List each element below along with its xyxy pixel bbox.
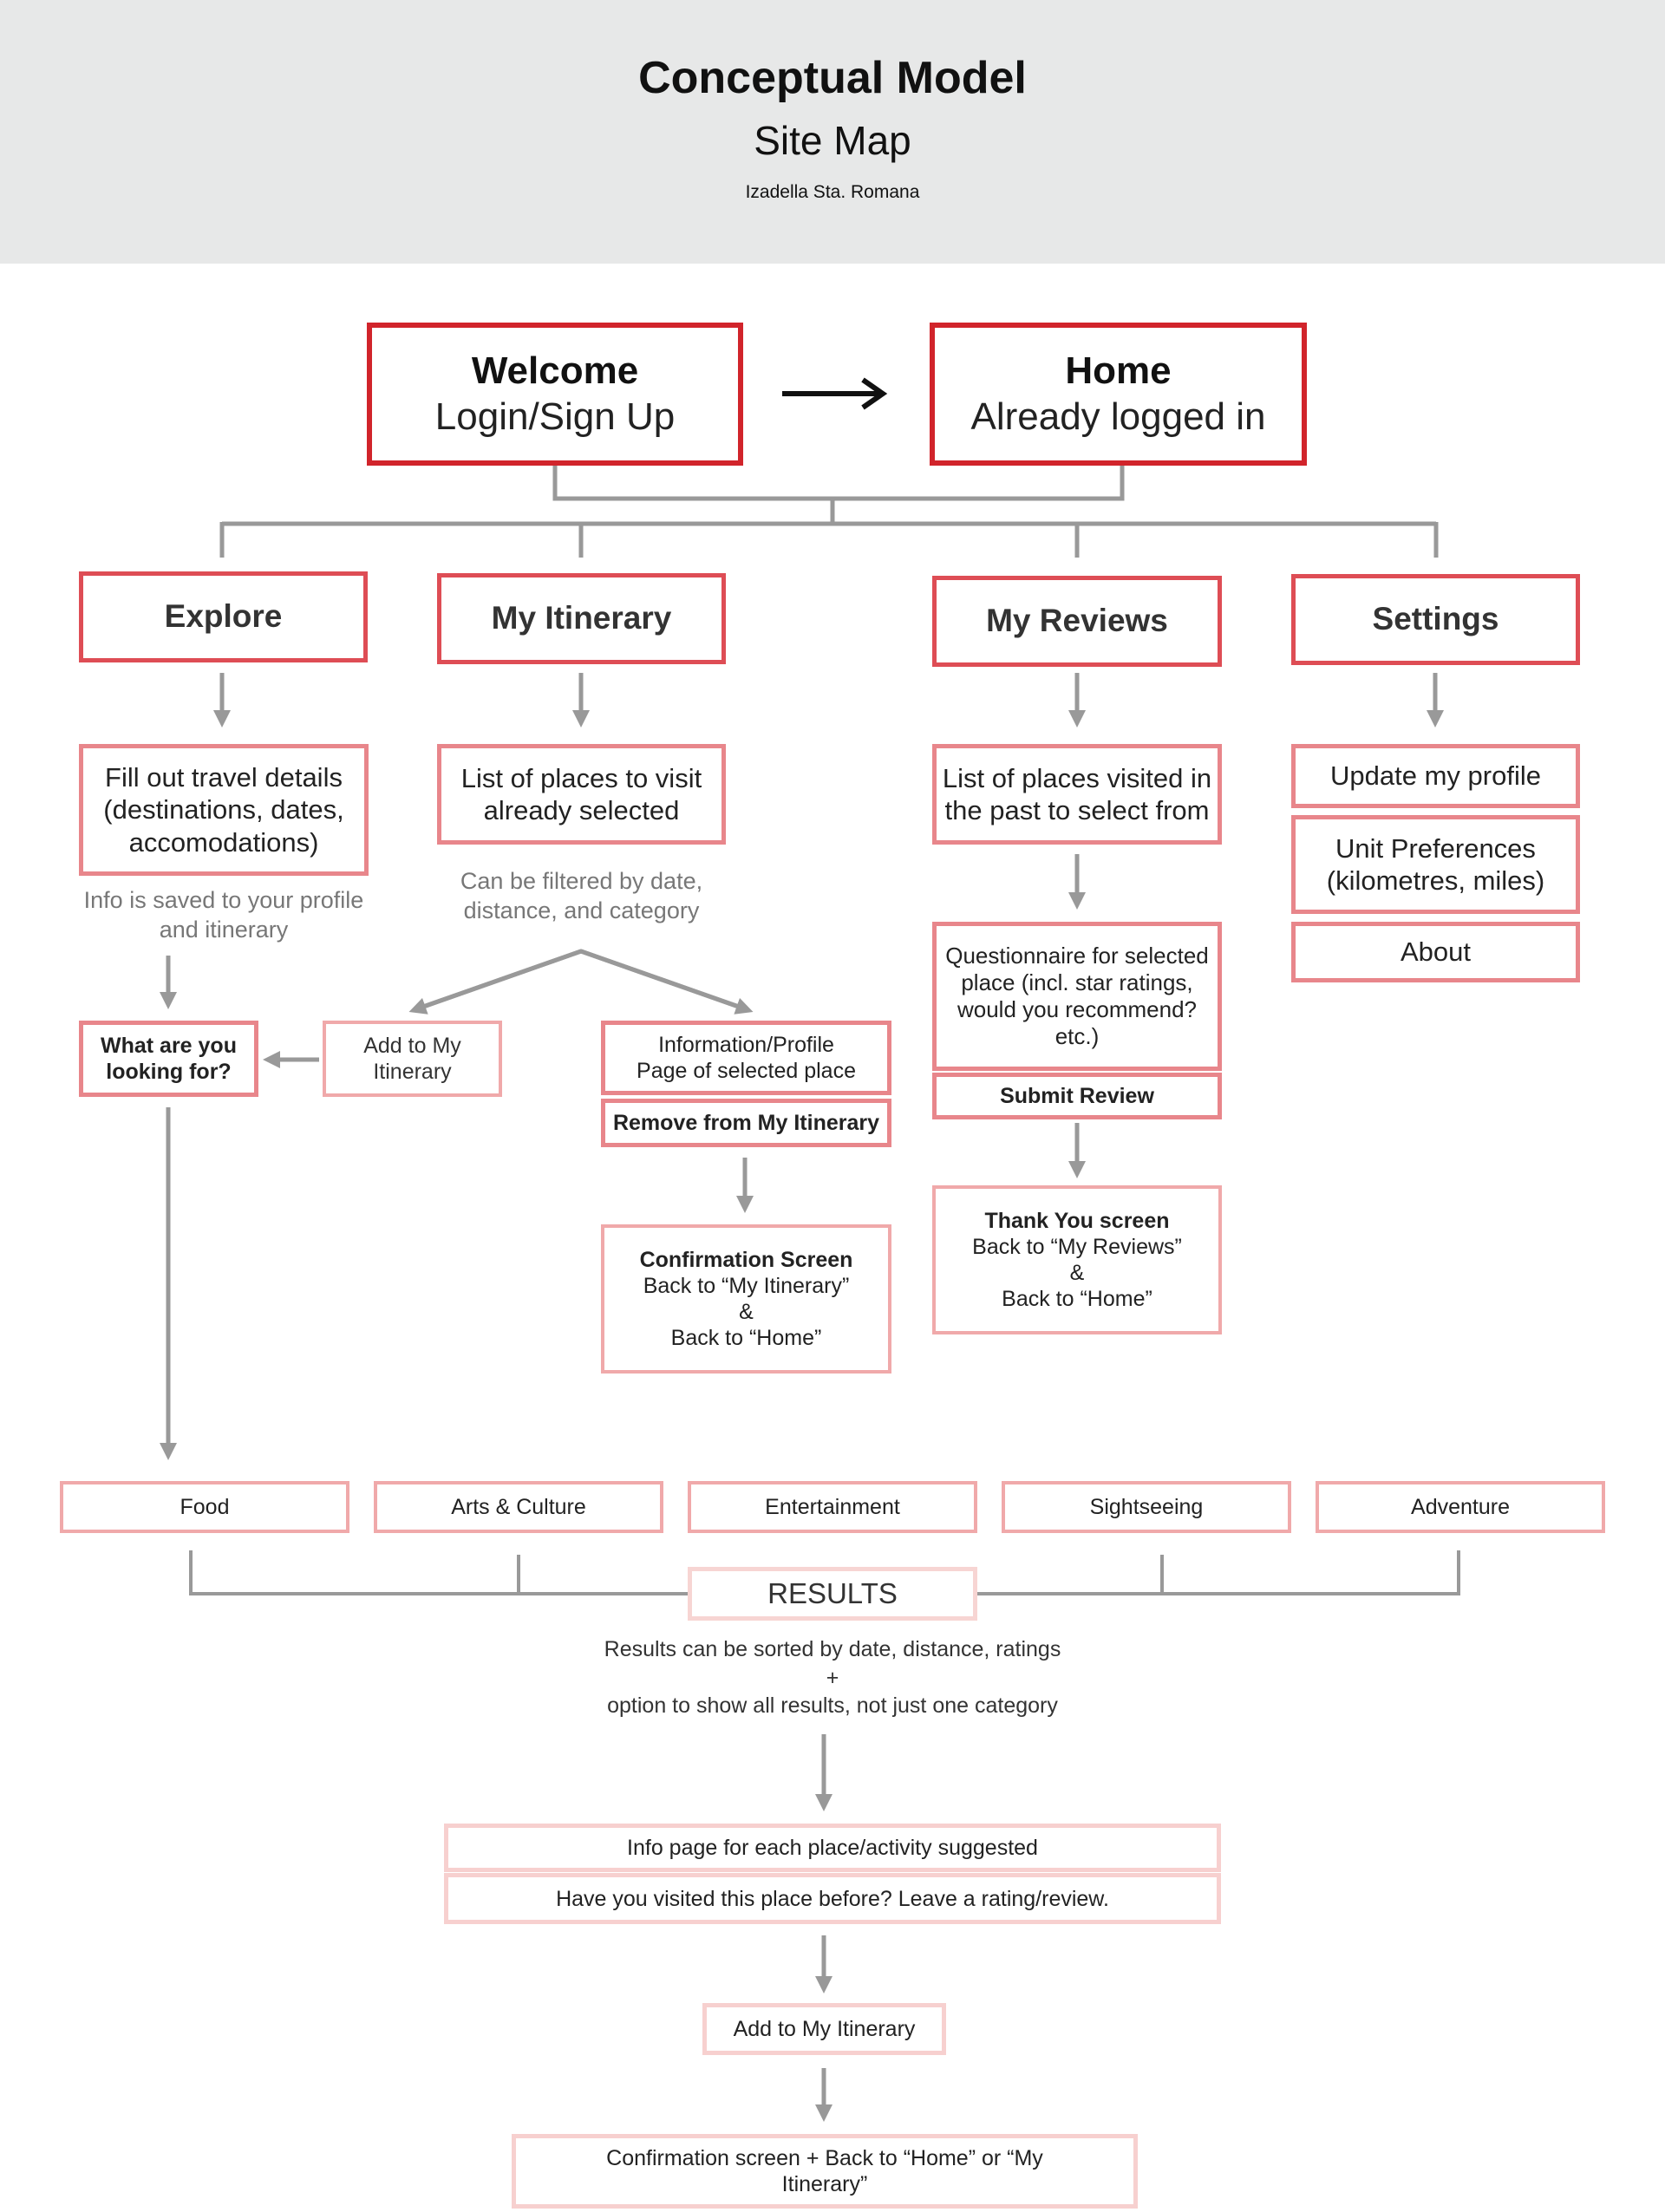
info-page-text: Info page for each place/activity sugges… [627, 1836, 1038, 1860]
info-page-box[interactable]: Info page for each place/activity sugges… [444, 1824, 1221, 1872]
main-tree-connector [219, 466, 1439, 558]
page-title: Conceptual Model [638, 53, 1027, 103]
what-are-you-looking-for-box[interactable]: What are you looking for? [79, 1021, 258, 1097]
category-food-label: Food [180, 1495, 230, 1519]
category-sightseeing-label: Sightseeing [1089, 1495, 1204, 1519]
add-to-my-itinerary-box[interactable]: Add to My Itinerary [323, 1021, 502, 1097]
itinerary-confirmation-title: Confirmation Screen [639, 1248, 853, 1272]
itinerary-confirmation-line3: Back to “Home” [670, 1326, 822, 1350]
categories-to-results-connector [189, 1550, 1460, 1595]
category-adventure-label: Adventure [1411, 1495, 1510, 1519]
about-box[interactable]: About [1291, 922, 1580, 982]
results-add-to-itinerary-text: Add to My Itinerary [733, 2017, 916, 2041]
welcome-title: Welcome [471, 349, 639, 392]
my-itinerary-label: My Itinerary [491, 600, 672, 636]
category-arts-culture-label: Arts & Culture [451, 1495, 586, 1519]
results-note-line3: option to show all results, not just one… [607, 1693, 1058, 1718]
places-to-visit-text: List of places to visit already selected [460, 762, 702, 825]
questionnaire-box[interactable]: Questionnaire for selected place (incl. … [932, 922, 1222, 1071]
information-profile-text: Information/Profile Page of selected pla… [637, 1033, 856, 1083]
submit-review-box[interactable]: Submit Review [932, 1073, 1222, 1119]
visited-before-text: Have you visited this place before? Leav… [556, 1886, 1109, 1911]
places-visited-box[interactable]: List of places visited in the past to se… [932, 744, 1222, 845]
unit-preferences-text: Unit Preferences (kilometres, miles) [1326, 832, 1545, 896]
settings-label: Settings [1372, 601, 1499, 637]
itinerary-confirmation-line1: Back to “My Itinerary” [643, 1274, 850, 1298]
home-subtitle: Already logged in [970, 395, 1266, 438]
unit-preferences-box[interactable]: Unit Preferences (kilometres, miles) [1291, 815, 1580, 914]
settings-box[interactable]: Settings [1291, 574, 1580, 665]
welcome-box[interactable]: Welcome Login/Sign Up [367, 323, 743, 466]
page-subtitle: Site Map [754, 118, 911, 163]
results-label: RESULTS [767, 1577, 898, 1609]
my-reviews-label: My Reviews [986, 603, 1168, 639]
results-add-to-itinerary-box[interactable]: Add to My Itinerary [702, 2003, 946, 2055]
results-box[interactable]: RESULTS [688, 1567, 977, 1621]
explore-note: Info is saved to your profile and itiner… [83, 887, 364, 943]
category-entertainment[interactable]: Entertainment [688, 1481, 977, 1533]
my-itinerary-box[interactable]: My Itinerary [437, 573, 726, 664]
thank-you-line1: Back to “My Reviews” [972, 1235, 1182, 1259]
final-confirmation-box[interactable]: Confirmation screen + Back to “Home” or … [512, 2134, 1138, 2209]
add-to-my-itinerary-text: Add to My Itinerary [363, 1034, 461, 1084]
itinerary-confirmation-box[interactable]: Confirmation Screen Back to “My Itinerar… [601, 1224, 891, 1374]
thank-you-box[interactable]: Thank You screen Back to “My Reviews” & … [932, 1185, 1222, 1334]
category-arts-culture[interactable]: Arts & Culture [374, 1481, 663, 1533]
author-name: Izadella Sta. Romana [745, 182, 920, 202]
header: Conceptual Model Site Map Izadella Sta. … [0, 0, 1665, 264]
remove-from-itinerary-text: Remove from My Itinerary [612, 1111, 880, 1135]
category-sightseeing[interactable]: Sightseeing [1002, 1481, 1291, 1533]
welcome-to-home-arrow [782, 377, 888, 410]
my-reviews-box[interactable]: My Reviews [932, 576, 1222, 667]
category-entertainment-label: Entertainment [765, 1495, 900, 1519]
itinerary-confirmation-line2: & [739, 1300, 754, 1324]
places-visited-text: List of places visited in the past to se… [942, 762, 1212, 825]
travel-details-box[interactable]: Fill out travel details (destinations, d… [79, 744, 369, 876]
home-title: Home [1065, 349, 1172, 392]
visited-before-box[interactable]: Have you visited this place before? Leav… [444, 1873, 1221, 1924]
thank-you-title: Thank You screen [984, 1209, 1170, 1233]
about-text: About [1400, 936, 1471, 968]
update-profile-text: Update my profile [1330, 760, 1541, 792]
thank-you-line2: & [1069, 1261, 1085, 1285]
update-profile-box[interactable]: Update my profile [1291, 744, 1580, 808]
places-to-visit-box[interactable]: List of places to visit already selected [437, 744, 726, 845]
results-note-line2: + [826, 1665, 839, 1690]
category-adventure[interactable]: Adventure [1316, 1481, 1605, 1533]
final-confirmation-text: Confirmation screen + Back to “Home” or … [606, 2146, 1043, 2196]
explore-label: Explore [164, 598, 283, 635]
results-note: Results can be sorted by date, distance,… [486, 1635, 1179, 1720]
travel-details-text: Fill out travel details (destinations, d… [103, 762, 344, 858]
home-box[interactable]: Home Already logged in [930, 323, 1307, 466]
questionnaire-text: Questionnaire for selected place (incl. … [945, 942, 1209, 1050]
remove-from-itinerary-box[interactable]: Remove from My Itinerary [601, 1099, 891, 1147]
what-are-you-looking-for-text: What are you looking for? [101, 1034, 237, 1084]
category-food[interactable]: Food [60, 1481, 349, 1533]
welcome-subtitle: Login/Sign Up [434, 395, 676, 438]
information-profile-box[interactable]: Information/Profile Page of selected pla… [601, 1021, 891, 1095]
results-note-line1: Results can be sorted by date, distance,… [604, 1637, 1061, 1661]
itinerary-filter-note: Can be filtered by date, distance, and c… [460, 868, 703, 923]
thank-you-line3: Back to “Home” [1002, 1287, 1152, 1311]
flow-arrows [160, 673, 1444, 2122]
explore-box[interactable]: Explore [79, 571, 368, 662]
submit-review-text: Submit Review [1000, 1084, 1154, 1108]
